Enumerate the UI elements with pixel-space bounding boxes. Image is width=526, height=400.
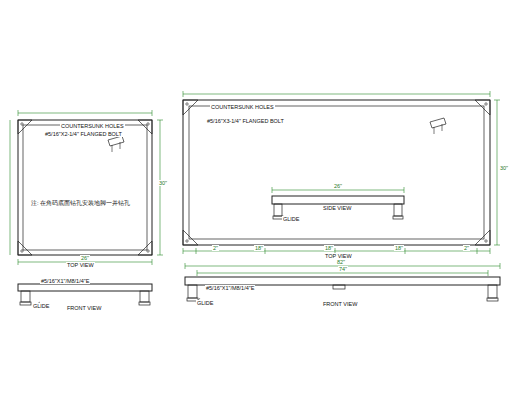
dimension-tick <box>494 100 500 101</box>
bolt <box>120 142 121 149</box>
leg <box>488 285 497 298</box>
note-label: GLIDE <box>32 303 51 309</box>
dimension-label: 30" <box>499 165 509 171</box>
note-label: GLIDE <box>282 216 301 222</box>
dimension-line <box>160 120 161 255</box>
dimension-tick <box>500 263 501 269</box>
center-support <box>333 285 345 289</box>
countersunk-hole <box>186 103 188 105</box>
dimension-label: 26" <box>333 183 343 189</box>
dimension-tick <box>490 248 491 254</box>
dimension-tick <box>490 91 491 97</box>
dimension-label: 82" <box>336 259 346 265</box>
dimension-tick <box>157 255 163 256</box>
glide-foot <box>487 298 498 301</box>
dimension-label: 18" <box>254 245 264 251</box>
bolt-bracket <box>430 118 446 128</box>
note-label: GLIDE <box>196 300 215 306</box>
gusset <box>18 241 32 255</box>
dimension-line <box>197 273 488 274</box>
frame-rect <box>189 106 484 239</box>
frame-rect <box>18 284 152 291</box>
dimension-tick <box>152 259 153 265</box>
dimension-tick <box>488 270 489 276</box>
note-label: COUNTERSUNK HOLES <box>60 123 125 129</box>
note-label: COUNTERSUNK HOLES <box>210 104 275 110</box>
dimension-line <box>18 113 152 114</box>
dimension-line <box>272 190 404 191</box>
bolt-bracket <box>108 136 124 146</box>
countersunk-hole <box>21 123 23 125</box>
note-label: 注: 在角码底面钻孔安装地脚一并钻孔 <box>30 200 131 206</box>
countersunk-hole <box>21 250 23 252</box>
countersunk-hole <box>485 240 487 242</box>
dimension-label: 2" <box>463 245 470 251</box>
dimension-label: 30" <box>158 180 168 186</box>
dimension-tick <box>272 187 273 193</box>
bolt <box>434 127 435 134</box>
dimension-line <box>497 100 498 245</box>
frame-rect <box>18 120 152 255</box>
dimension-tick <box>18 259 19 265</box>
frame-rect <box>185 277 500 285</box>
glide-foot <box>393 216 403 219</box>
note-label: FRONT VIEW <box>322 301 358 307</box>
gusset <box>138 241 152 255</box>
dimension-label: 26" <box>80 255 90 261</box>
leg <box>394 204 402 216</box>
bolt <box>112 145 113 152</box>
note-label: #5/16"X2-1/4" FLANGED BOLT <box>44 131 123 137</box>
dimension-tick <box>152 110 153 116</box>
note-label: #5/16"X1"/M8/1/4"E <box>205 285 255 291</box>
glide-foot <box>20 302 31 305</box>
gusset <box>475 230 490 245</box>
dimension-line <box>10 120 11 255</box>
gusset <box>138 120 152 134</box>
gusset <box>183 230 198 245</box>
countersunk-hole <box>147 123 149 125</box>
dimension-tick <box>18 110 19 116</box>
countersunk-hole <box>186 240 188 242</box>
dimension-tick <box>494 245 500 246</box>
dimension-tick <box>183 248 184 254</box>
note-label: #5/16"X1"/M8/1/4"E <box>40 278 90 284</box>
bolt <box>442 124 443 131</box>
countersunk-hole <box>147 250 149 252</box>
gusset <box>475 100 490 115</box>
frame-rect <box>272 196 404 204</box>
leg <box>21 291 30 302</box>
glide-foot <box>139 302 150 305</box>
gusset <box>183 100 198 115</box>
dimension-tick <box>185 263 186 269</box>
note-label: #5/16"X3-1/4" FLANGED BOLT <box>206 118 285 124</box>
frame-rect <box>183 100 490 245</box>
countersunk-hole <box>485 103 487 105</box>
frame-rect <box>23 125 147 250</box>
leg <box>274 204 282 216</box>
gusset <box>18 120 32 134</box>
dimension-label: 18" <box>324 245 334 251</box>
dimension-line <box>183 251 490 252</box>
leg <box>188 285 197 298</box>
note-label: TOP VIEW <box>66 262 95 268</box>
dimension-tick <box>405 248 406 254</box>
dimension-tick <box>183 91 184 97</box>
note-label: FRONT VIEW <box>66 305 102 311</box>
dimension-label: 2" <box>212 245 219 251</box>
dimension-tick <box>157 120 163 121</box>
dimension-label: 18" <box>394 245 404 251</box>
dimension-tick <box>265 248 266 254</box>
leg <box>140 291 149 302</box>
dimension-tick <box>477 248 478 254</box>
dimension-label: 74" <box>338 266 348 272</box>
note-label: SIDE VIEW <box>322 205 352 211</box>
dimension-tick <box>196 248 197 254</box>
dimension-tick <box>404 187 405 193</box>
dimension-tick <box>197 270 198 276</box>
dimension-line <box>183 94 490 95</box>
